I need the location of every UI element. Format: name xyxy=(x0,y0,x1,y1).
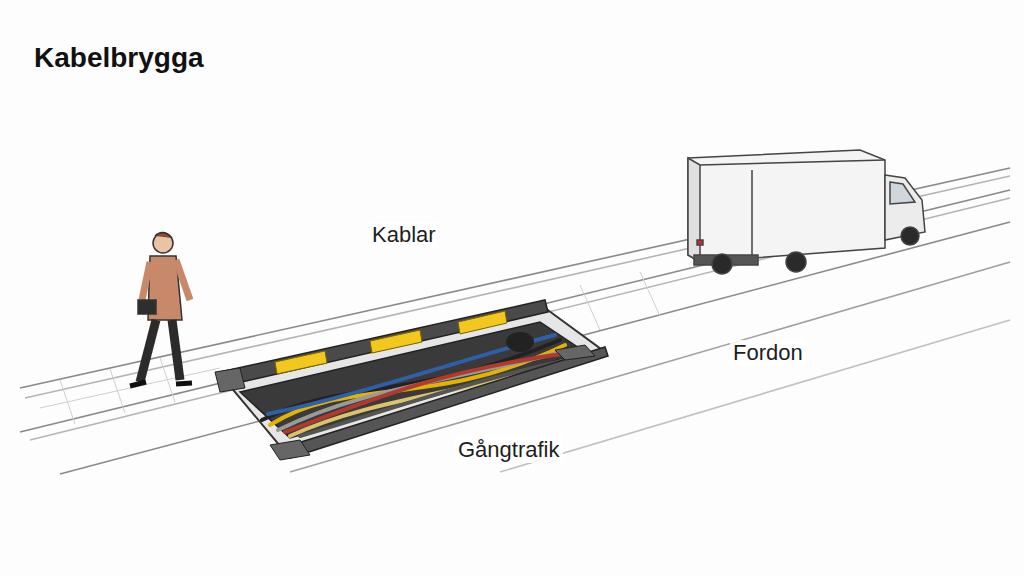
cable-bridge xyxy=(215,300,608,460)
callout-label: Kablar xyxy=(369,222,439,248)
callout-label: Gångtrafik xyxy=(455,437,563,463)
pedestrian-figure xyxy=(130,232,192,386)
diagram-title: Kabelbrygga xyxy=(34,42,204,74)
truck-figure xyxy=(688,150,925,274)
callout-label: Fordon xyxy=(730,340,806,366)
